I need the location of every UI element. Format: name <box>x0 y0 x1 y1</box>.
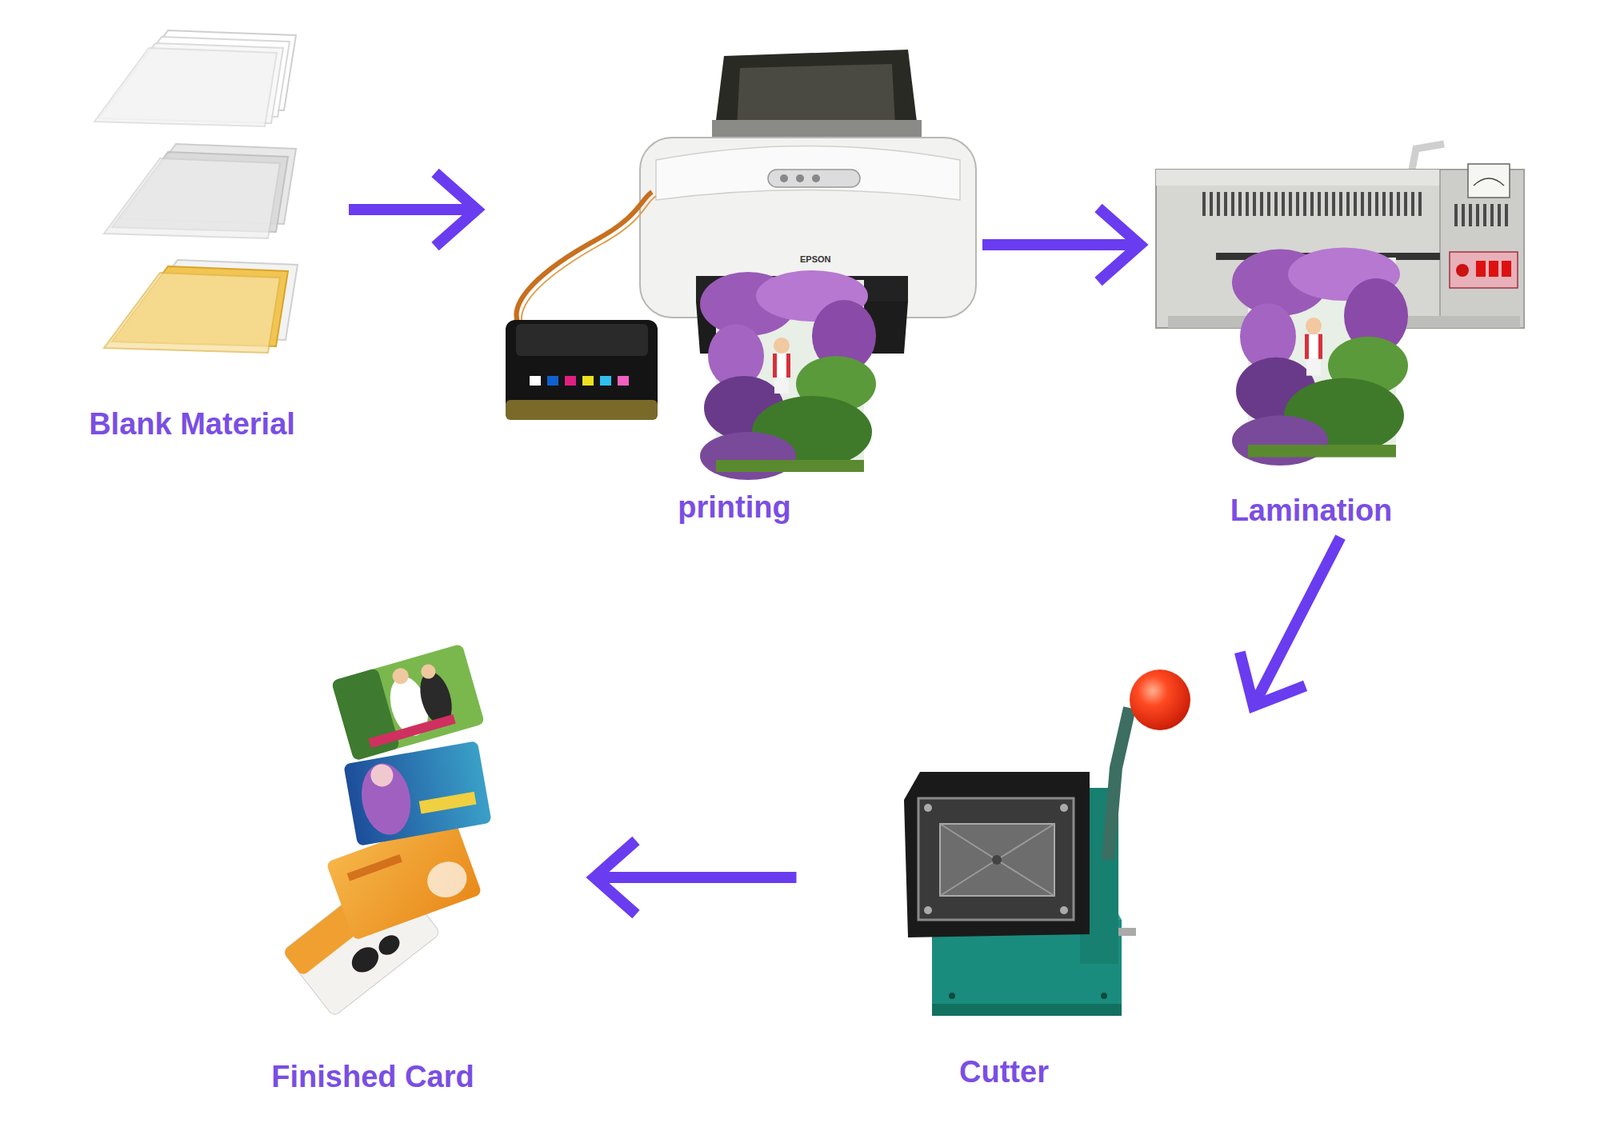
flow-arrow <box>348 172 477 247</box>
inkjet-printer <box>505 49 976 480</box>
illustration-space <box>40 22 344 406</box>
brand-label: EPSON <box>800 254 832 264</box>
stage-label: Cutter <box>956 1053 1052 1091</box>
illustration-space <box>489 48 980 489</box>
stage-node: Lamination <box>1152 140 1526 529</box>
stage-node: Blank Material <box>40 22 344 443</box>
stage-node: Finished Card <box>260 644 516 1096</box>
illustration-space <box>904 664 1249 1054</box>
arrow-shaft <box>1254 537 1341 705</box>
illustration-space <box>1152 140 1526 492</box>
card-cutter <box>904 669 1191 1016</box>
arrow-head <box>435 172 477 247</box>
arrow-head <box>1098 208 1140 282</box>
stage-label: printing <box>674 488 794 526</box>
laminator <box>1156 144 1524 466</box>
blank-sheets <box>94 30 298 353</box>
stage-label: Blank Material <box>85 405 299 443</box>
stage-node: printing <box>489 48 980 526</box>
flow-arrow <box>594 840 797 915</box>
flow-arrow <box>1240 537 1341 707</box>
stage-node: Cutter <box>904 664 1249 1091</box>
illustration-space <box>260 644 516 1059</box>
arrow-head <box>594 840 636 915</box>
stage-label: Finished Card <box>268 1058 477 1096</box>
flow-arrow <box>982 208 1140 282</box>
arrow-head <box>1240 652 1306 706</box>
finished-cards <box>282 644 492 1018</box>
arrow-shaft <box>348 204 476 216</box>
arrow-shaft <box>982 239 1139 251</box>
stage-label: Lamination <box>1227 492 1396 529</box>
arrow-shaft <box>596 872 797 884</box>
